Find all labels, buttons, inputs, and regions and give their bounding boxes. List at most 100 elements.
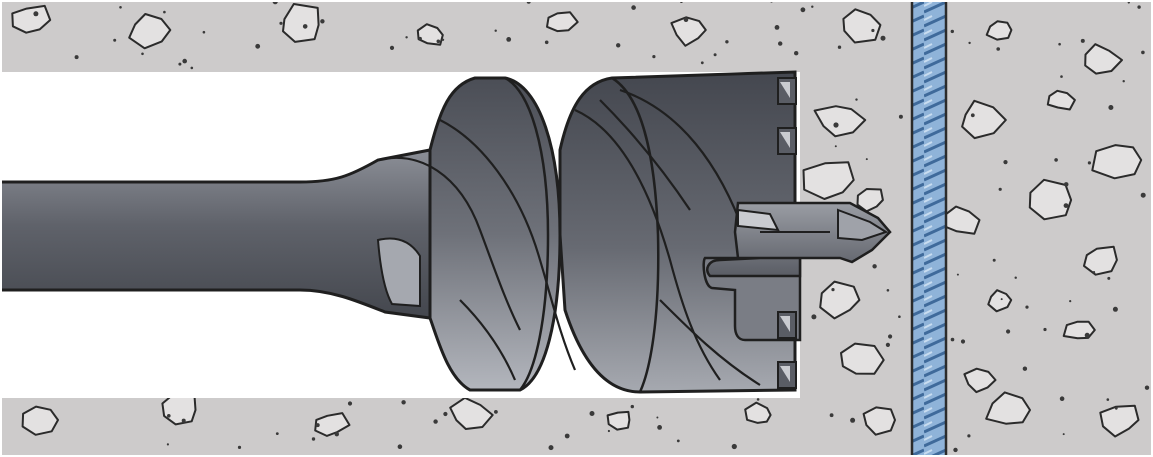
- speckle-dot: [1123, 80, 1125, 82]
- speckle-dot: [1001, 298, 1003, 300]
- speckle-dot: [203, 31, 206, 34]
- speckle-dot: [656, 417, 658, 419]
- speckle-dot: [725, 40, 728, 43]
- speckle-dot: [590, 411, 595, 416]
- speckle-dot: [652, 55, 655, 58]
- speckle-dot: [1003, 160, 1007, 164]
- speckle-dot: [951, 338, 955, 342]
- speckle-dot: [801, 7, 806, 12]
- speckle-dot: [1141, 51, 1145, 55]
- speckle-dot: [811, 6, 813, 8]
- speckle-dot: [178, 63, 181, 66]
- speckle-dot: [838, 46, 841, 49]
- speckle-dot: [616, 43, 620, 47]
- speckle-dot: [390, 46, 394, 50]
- speckle-dot: [238, 446, 241, 449]
- speckle-dot: [961, 339, 965, 343]
- speckle-dot: [1060, 75, 1063, 78]
- speckle-dot: [1088, 161, 1091, 164]
- speckle-dot: [835, 145, 837, 147]
- speckle-dot: [831, 288, 834, 291]
- speckle-dot: [1058, 43, 1061, 46]
- speckle-dot: [182, 419, 186, 423]
- speckle-dot: [866, 158, 868, 160]
- speckle-dot: [1085, 333, 1090, 338]
- speckle-dot: [303, 24, 308, 29]
- speckle-dot: [141, 53, 144, 56]
- speckle-dot: [182, 59, 187, 64]
- speckle-dot: [871, 29, 874, 32]
- speckle-dot: [1069, 300, 1071, 302]
- speckle-dot: [75, 55, 79, 59]
- speckle-dot: [335, 432, 339, 436]
- speckle-dot: [714, 53, 717, 56]
- speckle-dot: [775, 25, 780, 30]
- speckle-dot: [833, 122, 838, 127]
- speckle-dot: [732, 444, 737, 449]
- speckle-dot: [855, 98, 857, 100]
- speckle-dot: [999, 188, 1002, 191]
- speckle-dot: [1141, 193, 1146, 198]
- speckle-dot: [677, 440, 680, 443]
- speckle-dot: [657, 425, 662, 430]
- speckle-dot: [1145, 386, 1149, 390]
- speckle-dot: [1023, 367, 1027, 371]
- speckle-dot: [684, 17, 689, 22]
- speckle-dot: [968, 42, 970, 44]
- speckle-dot: [405, 36, 407, 38]
- speckle-dot: [565, 434, 570, 439]
- speckle-dot: [1060, 396, 1065, 401]
- speckle-dot: [437, 40, 441, 44]
- speckle-dot: [967, 434, 970, 437]
- speckle-dot: [494, 410, 498, 414]
- speckle-dot: [167, 414, 171, 418]
- speckle-dot: [957, 274, 959, 276]
- speckle-dot: [506, 37, 511, 42]
- speckle-dot: [881, 36, 886, 41]
- speckle-dot: [888, 334, 892, 338]
- speckle-dot: [850, 418, 855, 423]
- speckle-dot: [778, 41, 782, 45]
- speckle-dot: [1093, 271, 1095, 273]
- speckle-dot: [401, 400, 405, 404]
- speckle-dot: [971, 113, 975, 117]
- speckle-dot: [899, 115, 903, 119]
- speckle-dot: [1113, 307, 1118, 312]
- speckle-dot: [1063, 433, 1065, 435]
- speckle-dot: [316, 423, 320, 427]
- speckle-dot: [1064, 182, 1069, 187]
- speckle-dot: [549, 445, 554, 450]
- speckle-dot: [419, 37, 422, 40]
- speckle-dot: [433, 419, 437, 423]
- speckle-dot: [442, 39, 444, 41]
- speckle-dot: [191, 67, 194, 70]
- speckle-dot: [320, 19, 324, 23]
- speckle-dot: [608, 430, 610, 432]
- speckle-dot: [33, 11, 38, 16]
- speckle-dot: [1108, 105, 1113, 110]
- speckle-dot: [631, 405, 634, 408]
- speckle-dot: [1081, 39, 1085, 43]
- speckle-dot: [886, 343, 890, 347]
- speckle-dot: [1054, 158, 1058, 162]
- speckle-dot: [255, 44, 260, 49]
- speckle-dot: [898, 315, 901, 318]
- speckle-dot: [1107, 277, 1110, 280]
- speckle-dot: [279, 22, 282, 25]
- speckle-dot: [1025, 306, 1028, 309]
- speckle-dot: [996, 47, 1000, 51]
- speckle-dot: [312, 437, 315, 440]
- speckle-dot: [701, 61, 704, 64]
- speckle-dot: [872, 264, 876, 268]
- speckle-dot: [757, 398, 760, 401]
- speckle-dot: [887, 289, 890, 292]
- speckle-dot: [398, 444, 403, 449]
- speckle-dot: [794, 51, 798, 55]
- speckle-dot: [545, 41, 549, 45]
- speckle-dot: [348, 401, 352, 405]
- speckle-dot: [163, 11, 166, 14]
- speckle-dot: [276, 432, 279, 435]
- rebar-icon: [912, 0, 946, 457]
- speckle-dot: [993, 259, 996, 262]
